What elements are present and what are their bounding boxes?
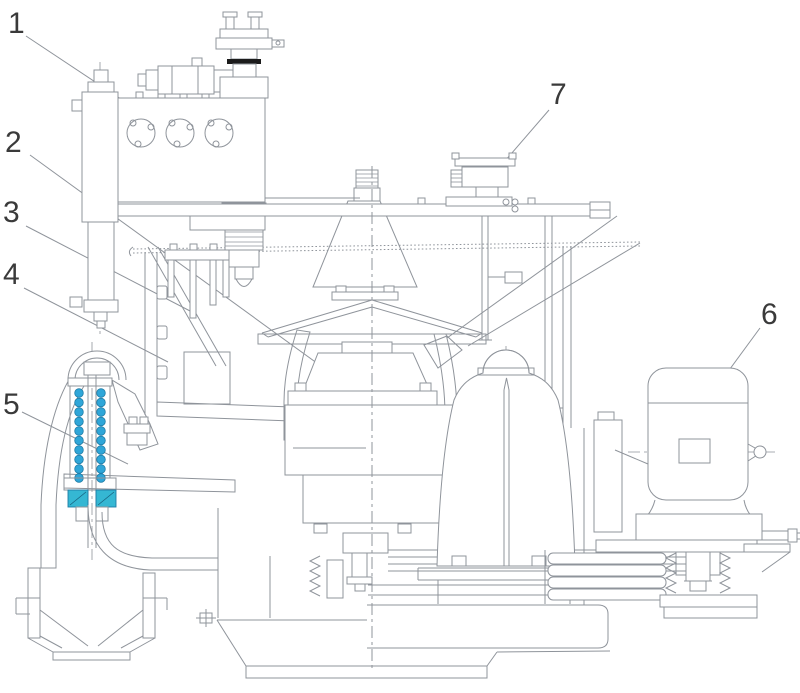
callout-5: 5 [3,388,20,421]
spindle-hub [284,341,456,534]
spring-seat [63,477,117,491]
spring-coils [74,388,106,483]
callout-3: 3 [3,196,20,229]
guard-box [593,419,623,533]
callout-7: 7 [550,78,567,111]
discharge-chute [15,504,218,661]
feed-valve-tower [215,11,285,99]
hydraulic-cylinder [69,62,119,334]
terminal-knob [753,445,767,459]
callout-1: 1 [8,7,25,40]
wash-pipes [164,243,236,319]
filler-cap [204,118,234,148]
brake-cover-bell [436,346,576,567]
filler-cap [165,118,195,148]
hydraulic-power-pack [117,91,266,203]
mount-plate [595,539,758,553]
lid-beam [117,197,611,231]
drain-pipe [87,504,218,571]
callouts: 1 2 3 4 5 6 7 [3,7,778,421]
nameplate [678,438,711,464]
leaf-spring-mount [544,527,800,619]
vibration-damper [445,152,517,207]
callout-4: 4 [3,258,20,291]
feed-cone [312,169,418,301]
callout-2: 2 [5,126,22,159]
filler-cap [126,118,156,148]
adjuster-bolt [743,528,800,573]
seal-band [227,59,261,64]
base-pan [196,508,611,679]
pivot-bracket [123,423,151,434]
suspension-spring [63,342,151,560]
lower-spindle [308,532,389,599]
motor-plinth [635,513,763,541]
motor [628,367,775,541]
level-probe [478,216,523,341]
callout-6: 6 [761,298,778,331]
base-plate [367,604,609,649]
